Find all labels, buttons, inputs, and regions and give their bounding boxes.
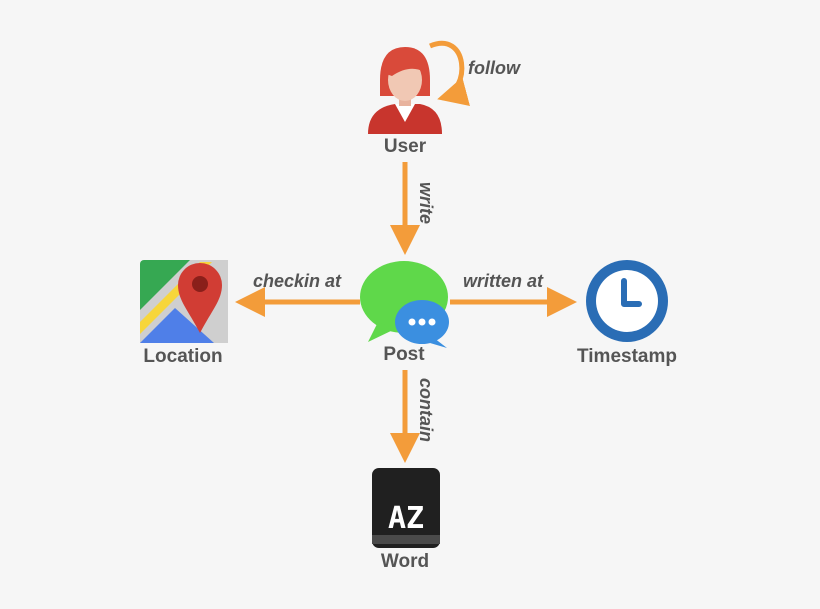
- follow-arrow: [429, 41, 471, 106]
- word-label: Word: [380, 551, 430, 572]
- written-at-edge-label: written at: [463, 271, 544, 291]
- user-icon: [368, 47, 442, 134]
- timestamp-label: Timestamp: [577, 346, 677, 367]
- chat-bubble-icon: [360, 261, 449, 348]
- user-label: User: [383, 136, 427, 157]
- write-edge-label: write: [416, 182, 436, 225]
- dictionary-book-icon: AZ: [372, 468, 440, 548]
- post-label: Post: [383, 344, 425, 365]
- checkin-at-edge-label: checkin at: [253, 271, 342, 291]
- book-cover-text: AZ: [388, 501, 424, 536]
- map-pin-icon: [140, 260, 228, 343]
- clock-icon: [586, 260, 668, 342]
- location-label: Location: [143, 346, 223, 367]
- contain-edge-label: contain: [416, 378, 436, 443]
- follow-edge-label: follow: [468, 58, 520, 78]
